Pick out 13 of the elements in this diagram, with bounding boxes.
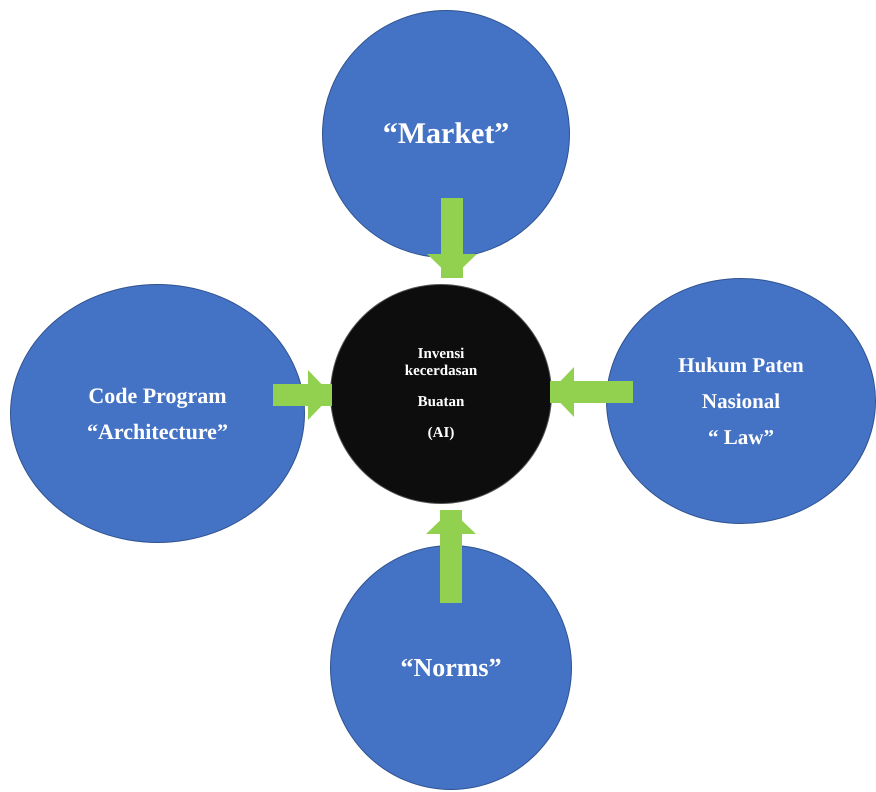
block-arrow xyxy=(550,367,633,417)
node-label: “Market” xyxy=(382,116,510,152)
block-arrow xyxy=(426,510,476,603)
node-label: Code Program xyxy=(88,383,227,408)
node-label: Hukum Paten xyxy=(678,352,804,377)
node-label: “ Law” xyxy=(708,425,774,450)
node-label: Invensi kecerdasan xyxy=(404,346,478,380)
block-arrow xyxy=(427,198,477,278)
node-label: (AI) xyxy=(428,425,454,442)
node-label: “Architecture” xyxy=(87,418,228,444)
node-label: Buatan xyxy=(418,394,464,412)
node-label: “Norms” xyxy=(400,652,502,682)
node-label: Nasional xyxy=(702,388,780,414)
